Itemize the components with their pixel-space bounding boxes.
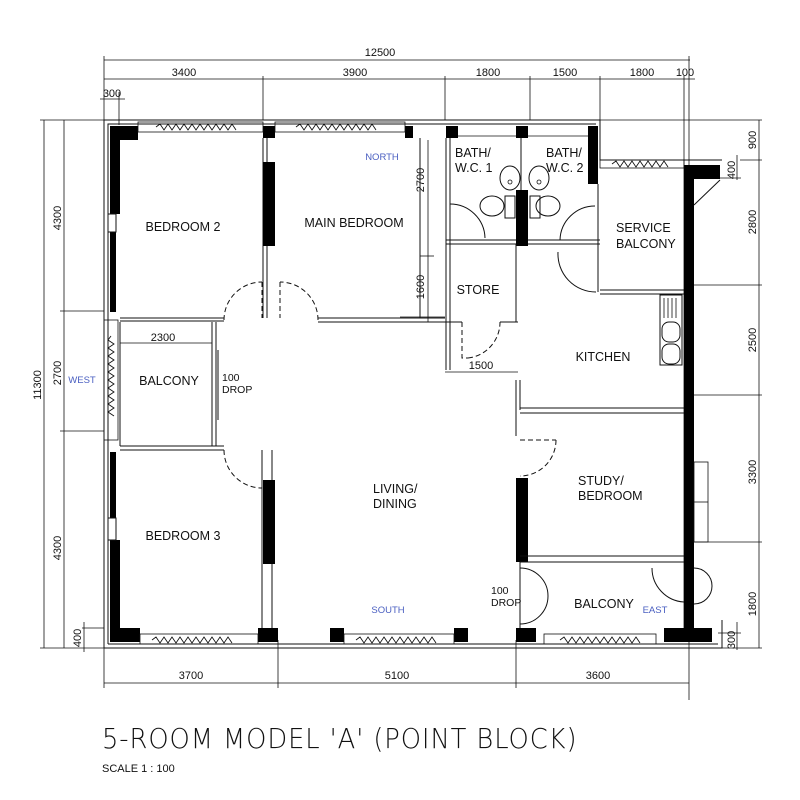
compass-south-label: SOUTH: [371, 605, 404, 616]
drop-west-label: DROP: [222, 384, 252, 396]
drop-east-value: 100: [491, 585, 509, 597]
room-label-bath-1-line1: BATH/: [455, 146, 491, 160]
dim-left-2: 2700: [52, 361, 64, 385]
dim-right-3: 2500: [747, 328, 759, 352]
room-label-kitchen: KITCHEN: [576, 350, 631, 364]
fixtures: [479, 165, 683, 366]
dim-left-3: 4300: [52, 536, 64, 560]
room-label-bath-2-line1: BATH/: [546, 146, 582, 160]
dim-right-2: 2800: [747, 210, 759, 234]
room-label-balcony-west: BALCONY: [139, 374, 199, 388]
room-label-bath-2-line2: W.C. 2: [546, 161, 584, 175]
dim-top-4: 1500: [553, 67, 577, 79]
room-label-balcony-east: BALCONY: [574, 597, 634, 611]
dim-top-5: 1800: [630, 67, 654, 79]
dim-right-4: 3300: [747, 460, 759, 484]
room-label-bedroom-2: BEDROOM 2: [145, 220, 220, 234]
room-label-store: STORE: [457, 283, 500, 297]
drawing-scale: SCALE 1 : 100: [102, 763, 175, 775]
compass-north-label: NORTH: [365, 152, 399, 163]
dim-right-5: 1800: [747, 592, 759, 616]
dim-right-offset-bottom: 300: [726, 631, 738, 649]
room-label-main-bedroom: MAIN BEDROOM: [304, 216, 403, 230]
drawing-title: 5-ROOM MODEL 'A' (POINT BLOCK): [102, 722, 578, 755]
room-label-service-balcony-line2: BALCONY: [616, 237, 676, 251]
dim-top-total: 12500: [365, 47, 396, 59]
dim-right-offset-top: 400: [726, 161, 738, 179]
dim-left-total: 11300: [32, 370, 44, 400]
room-label-study-bedroom-line1: STUDY/: [578, 474, 624, 488]
dim-bottom-3: 3600: [586, 670, 610, 682]
toilet-icon: [479, 195, 505, 217]
room-label-living-dining-line2: DINING: [373, 497, 417, 511]
room-label-bath-1-line2: W.C. 1: [455, 161, 493, 175]
dim-top-6: 100: [676, 67, 694, 79]
dim-bottom-2: 5100: [385, 670, 409, 682]
doors: [217, 203, 713, 625]
dim-left-offset: 400: [72, 629, 84, 647]
interior-walls: [119, 138, 684, 628]
drop-west-value: 100: [222, 372, 240, 384]
dim-top-offset: 300: [103, 88, 121, 100]
dim-right-1: 900: [747, 131, 759, 149]
left-dimension-lines: [40, 119, 104, 652]
dim-top-2: 3900: [343, 67, 367, 79]
room-label-study-bedroom-line2: BEDROOM: [578, 489, 643, 503]
compass-west-label: WEST: [68, 375, 96, 386]
compass-east-label: EAST: [643, 605, 668, 616]
dim-top-3: 1800: [476, 67, 500, 79]
right-dimension-lines: [600, 119, 762, 650]
basin-icon: [499, 165, 521, 191]
dim-left-1: 4300: [52, 206, 64, 230]
drop-east-label: DROP: [491, 597, 521, 609]
dim-main-bedroom-lower: 1600: [415, 275, 427, 299]
windows: [103, 121, 709, 645]
dim-main-bedroom-upper: 2700: [415, 168, 427, 192]
dim-balcony-west-width: 2300: [151, 332, 175, 344]
dim-top-1: 3400: [172, 67, 196, 79]
room-label-bedroom-3: BEDROOM 3: [145, 529, 220, 543]
dim-store-width: 1500: [469, 360, 493, 372]
room-label-living-dining-line1: LIVING/: [373, 482, 418, 496]
room-label-service-balcony-line1: SERVICE: [616, 221, 671, 235]
stove-icon: [659, 294, 683, 366]
dim-bottom-1: 3700: [179, 670, 203, 682]
